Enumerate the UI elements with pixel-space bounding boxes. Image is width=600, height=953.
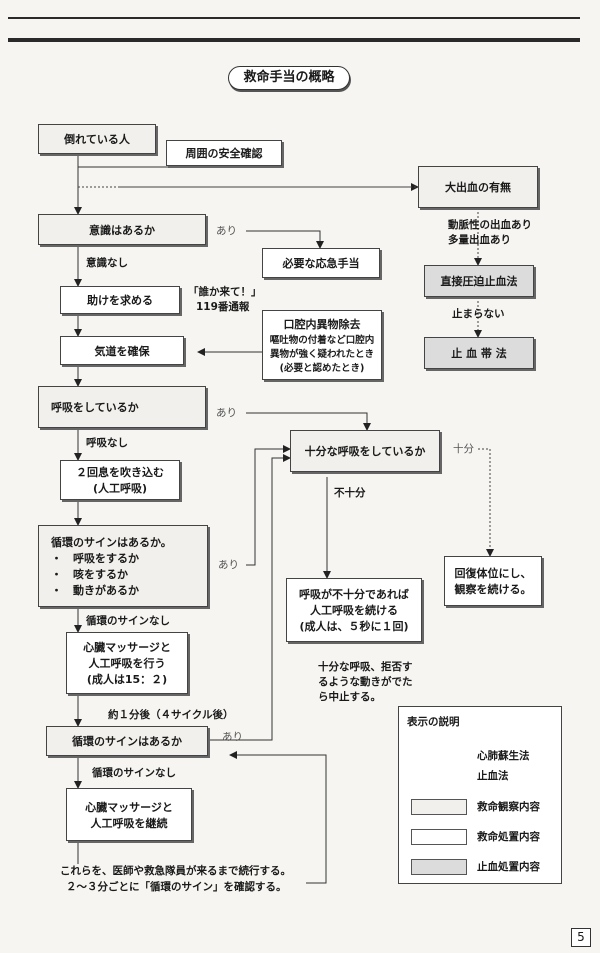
legend-observation: 救命観察内容 (477, 801, 540, 813)
node-bleeding-check: 大出血の有無 (418, 166, 538, 208)
node-consciousness: 意識はあるか (38, 214, 206, 245)
node-enough-breathing: 十分な呼吸をしているか (290, 430, 440, 472)
label-yes-conscious: あり (216, 225, 237, 237)
label-after-one-minute: 約１分後（４サイクル後） (108, 709, 234, 721)
label-arterial-1: 動脈性の出血あり (448, 219, 532, 231)
node-direct-pressure: 直接圧迫止血法 (424, 265, 534, 297)
footer-note-2: ２～３分ごとに「循環のサイン」を確認する。 (66, 881, 287, 893)
label-stop-note-1: 十分な呼吸、拒否す (318, 661, 413, 673)
node-recovery-position: 回復体位にし、観察を続ける。 (444, 556, 542, 606)
node-circulation-check-2: 循環のサインはあるか (46, 726, 208, 756)
label-yes-circulation: あり (218, 559, 239, 571)
label-yes-breathing: あり (216, 407, 237, 419)
page-number: 5 (571, 928, 591, 947)
node-tourniquet: 止 血 帯 法 (424, 337, 534, 369)
node-call-help: 助けを求める (60, 286, 180, 314)
label-not-stopped: 止まらない (452, 308, 505, 320)
label-arterial-2: 多量出血あり (448, 234, 511, 246)
node-breathing: 呼吸をしているか (38, 386, 206, 428)
label-stop-note-2: るような動きがでた (318, 676, 413, 688)
node-circulation-signs: 循環のサインはあるか。 ・ 呼吸をするか ・ 咳をするか ・ 動きがあるか (38, 525, 208, 607)
page-title: 救命手当の概略 (228, 66, 350, 90)
legend-treatment: 救命処置内容 (477, 831, 540, 843)
label-yes-circulation-2: あり (222, 731, 243, 743)
top-rule-thick (8, 38, 580, 42)
node-first-aid: 必要な応急手当 (262, 248, 380, 278)
node-cpr: 心臓マッサージと 人工呼吸を行う (成人は15：２) (66, 632, 188, 694)
node-two-breaths: ２回息を吹き込む(人工呼吸) (60, 460, 180, 500)
legend-cpr-flow: 心肺蘇生法 (477, 750, 530, 762)
label-call-2: 119番通報 (196, 301, 250, 313)
legend-hemostasis-swatch (411, 859, 467, 875)
node-airway: 気道を確保 (60, 336, 184, 365)
legend-bleeding-flow: 止血法 (477, 770, 509, 782)
node-foreign-body: 口腔内異物除去 嘔吐物の付着など口腔内 異物が強く疑われたとき (必要と認めたと… (262, 310, 382, 380)
legend-treatment-swatch (411, 829, 467, 845)
legend-box: 表示の説明 心肺蘇生法 止血法 救命観察内容 救命処置内容 止血処置内容 (398, 706, 562, 884)
label-no-consciousness: 意識なし (86, 257, 128, 269)
label-no-circulation-2: 循環のサインなし (92, 767, 176, 779)
legend-observation-swatch (411, 799, 467, 815)
label-not-enough: 不十分 (334, 487, 366, 499)
label-no-circulation: 循環のサインなし (86, 615, 170, 627)
node-fallen-person: 倒れている人 (38, 124, 156, 154)
top-rule (8, 17, 580, 19)
label-no-breathing: 呼吸なし (86, 437, 128, 449)
node-safety-check: 周囲の安全確認 (166, 140, 282, 166)
node-insufficient-breathing: 呼吸が不十分であれば 人工呼吸を続ける (成人は、５秒に１回) (286, 578, 422, 642)
legend-hemostasis: 止血処置内容 (477, 861, 540, 873)
label-call-1: 「誰か来て！」 (188, 286, 262, 298)
label-stop-note-3: ら中止する。 (318, 691, 381, 703)
footer-note-1: これらを、医師や救急隊員が来るまで続行する。 (60, 865, 291, 877)
label-enough: 十分 (453, 443, 474, 455)
legend-title: 表示の説明 (407, 716, 460, 728)
node-cpr-continue: 心臓マッサージと人工呼吸を継続 (66, 788, 192, 841)
